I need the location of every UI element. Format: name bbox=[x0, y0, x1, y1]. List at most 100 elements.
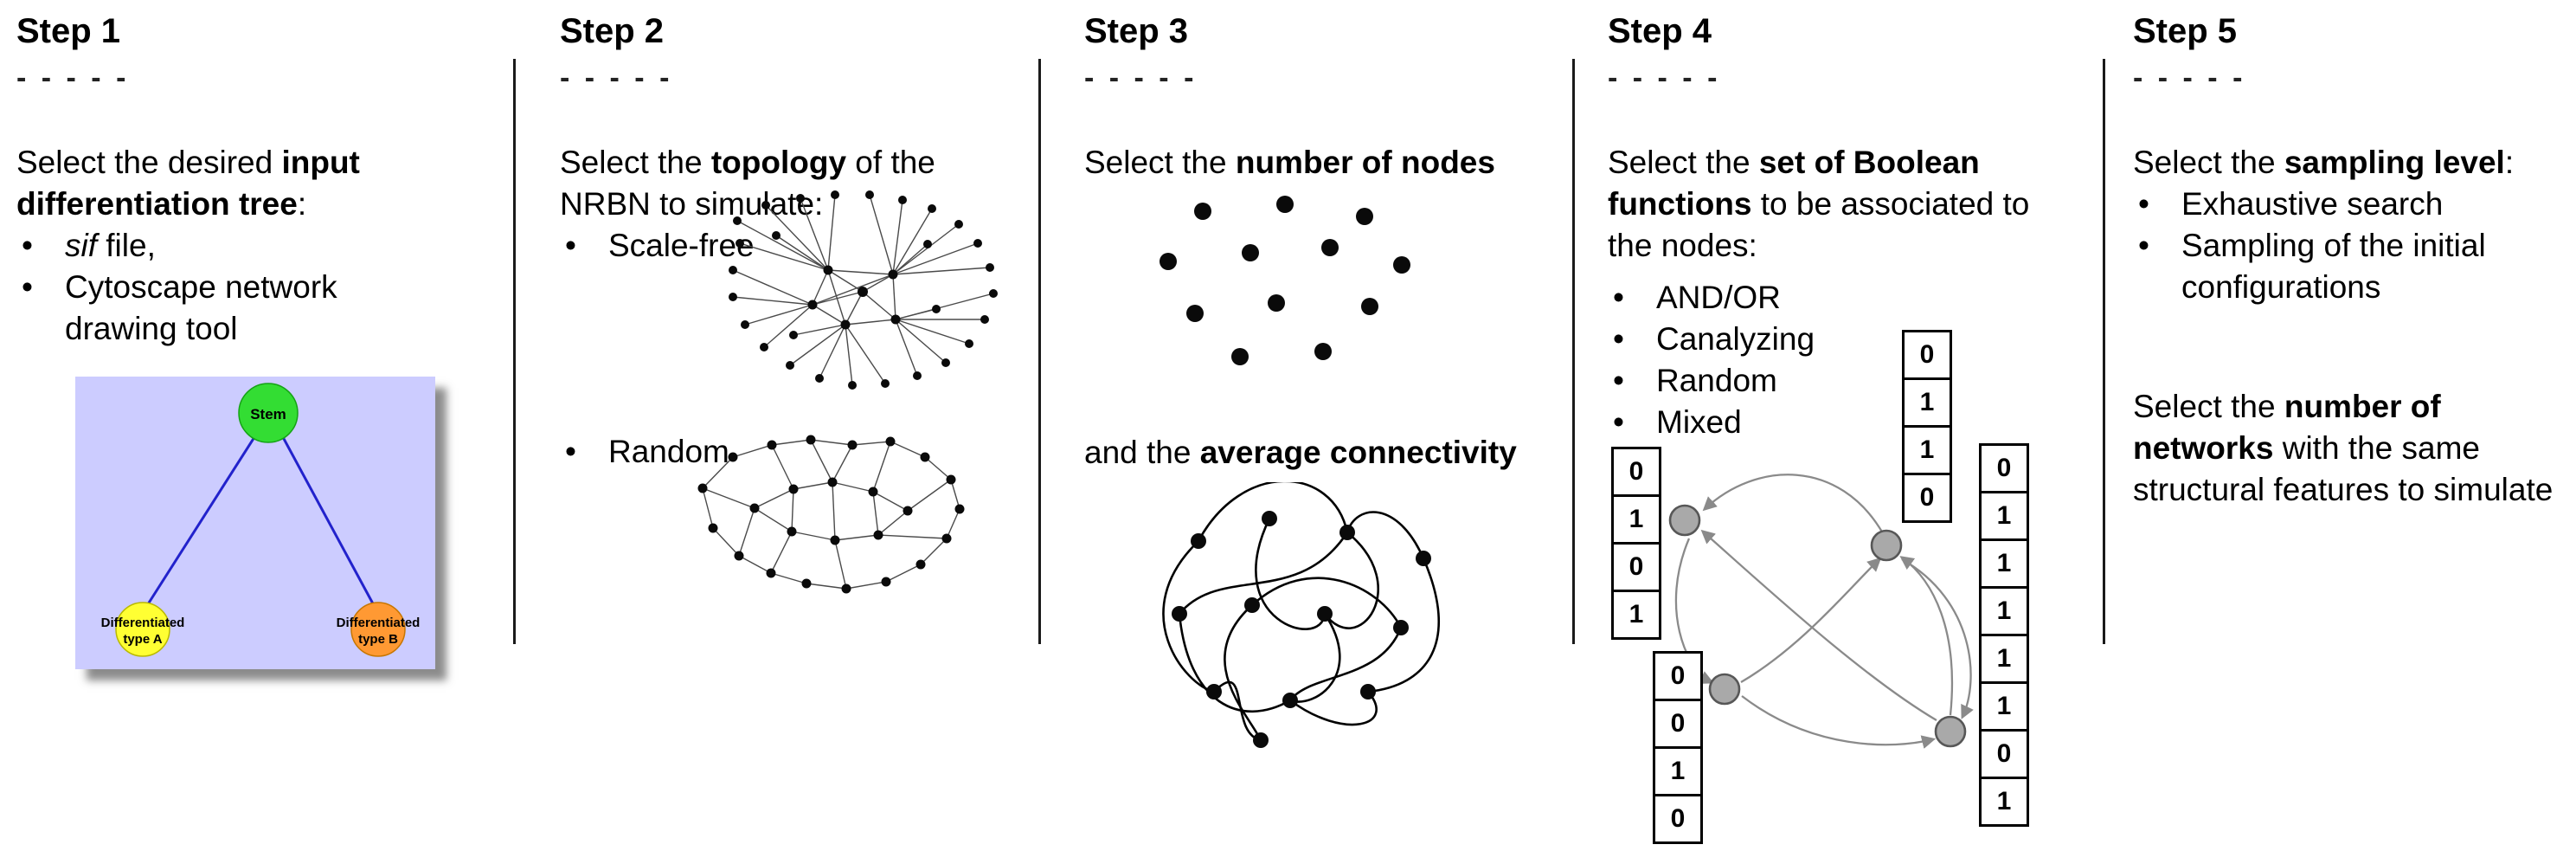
truth-table-cell: 1 bbox=[1979, 634, 2029, 684]
type-a-label-line2: type A bbox=[123, 632, 162, 647]
truth-table-right: 0 1 1 1 1 1 0 1 bbox=[1979, 443, 2029, 827]
tree-edge-left bbox=[145, 436, 256, 608]
text-segment-bold: sampling level bbox=[2284, 145, 2505, 180]
text-segment: with the same structural features to sim… bbox=[2133, 430, 2554, 507]
truth-table-cell: 0 bbox=[1653, 651, 1703, 701]
scale-free-edges bbox=[732, 194, 994, 386]
step-4-column: Step 4 - - - - - Select the set of Boole… bbox=[1608, 10, 2097, 844]
step-3-title: Step 3 bbox=[1084, 12, 1189, 50]
column-divider bbox=[513, 59, 516, 644]
text-segment: AND/OR bbox=[1656, 280, 1781, 315]
text-segment: Select the bbox=[2133, 145, 2284, 180]
text-segment-bold: number of nodes bbox=[1235, 145, 1495, 180]
truth-table-cell: 0 bbox=[1653, 794, 1703, 844]
differentiation-tree-svg: Stem Differentiated type A Differentiate… bbox=[75, 377, 435, 669]
truth-table-cell: 1 bbox=[1979, 777, 2029, 827]
option-sampling-initial-configurations: Sampling of the initial configurations bbox=[2133, 225, 2557, 308]
column-divider bbox=[2103, 59, 2105, 644]
text-segment-bold: average connectivity bbox=[1199, 435, 1517, 470]
step-5-dashes: - - - - - bbox=[2133, 61, 2246, 94]
step-4-options-list: AND/OR Canalyzing Random Mixed bbox=[1608, 277, 2097, 443]
type-a-label-line1: Differentiated bbox=[101, 616, 185, 630]
text-segment: and the bbox=[1084, 435, 1200, 470]
truth-table-bottom: 0 0 1 0 bbox=[1653, 651, 1703, 844]
step-2-title: Step 2 bbox=[560, 12, 665, 50]
text-segment: Exhaustive search bbox=[2181, 186, 2444, 222]
option-canalyzing: Canalyzing bbox=[1608, 319, 2097, 360]
text-segment: Select the bbox=[1084, 145, 1236, 180]
random-edges bbox=[702, 439, 960, 590]
truth-table-cell: 0 bbox=[1653, 699, 1703, 749]
text-segment-bold: set of Boolean functions bbox=[1608, 145, 1980, 222]
text-segment: Select the bbox=[2133, 389, 2284, 424]
stem-label: Stem bbox=[250, 406, 286, 422]
step-5-networks-instruction: Select the number of networks with the s… bbox=[2133, 386, 2557, 511]
truth-table-cell: 0 bbox=[1611, 542, 1661, 592]
text-segment: : bbox=[297, 186, 307, 222]
step-1-dashes: - - - - - bbox=[16, 61, 130, 94]
option-cytoscape-tool: Cytoscape network drawing tool bbox=[16, 267, 368, 350]
text-segment: Sampling of the initial configurations bbox=[2181, 228, 2486, 305]
step-4-instruction: Select the set of Boolean functions to b… bbox=[1608, 142, 2036, 267]
text-segment: Mixed bbox=[1656, 404, 1742, 440]
gene-node bbox=[1708, 673, 1741, 706]
option-and-or: AND/OR bbox=[1608, 277, 2097, 319]
average-connectivity-image bbox=[1162, 482, 1440, 748]
step-1-title: Step 1 bbox=[16, 12, 121, 50]
truth-table-cell: 0 bbox=[1611, 447, 1661, 497]
option-random: Random bbox=[560, 431, 1031, 473]
step-3-column: Step 3 - - - - - Select the number of no… bbox=[1084, 10, 1564, 748]
scale-free-nodes bbox=[729, 190, 998, 390]
differentiation-tree-image: Stem Differentiated type A Differentiate… bbox=[75, 377, 435, 669]
option-random-functions: Random bbox=[1608, 360, 2097, 402]
text-segment: Cytoscape network drawing tool bbox=[65, 269, 337, 346]
type-b-label-line1: Differentiated bbox=[337, 616, 421, 630]
step-4-dashes: - - - - - bbox=[1608, 61, 1721, 94]
tangle-nodes bbox=[1172, 511, 1431, 748]
step-3-dashes: - - - - - bbox=[1084, 61, 1198, 94]
text-segment-italic: sif bbox=[65, 228, 97, 263]
text-segment-bold: topology bbox=[710, 145, 847, 180]
step-4-title: Step 4 bbox=[1608, 12, 1712, 50]
truth-table-top: 0 1 1 0 bbox=[1902, 330, 1952, 523]
tree-edge-right bbox=[281, 436, 376, 608]
truth-table-cell: 1 bbox=[1653, 746, 1703, 796]
tangle-edges bbox=[1162, 482, 1440, 742]
step-2-column: Step 2 - - - - - Select the topology of … bbox=[560, 10, 1031, 594]
text-segment: Random bbox=[1656, 363, 1777, 398]
scattered-dots bbox=[1160, 196, 1410, 365]
column-divider bbox=[1038, 59, 1041, 644]
scattered-nodes-image bbox=[1160, 196, 1410, 365]
truth-table-left: 0 1 0 1 bbox=[1611, 447, 1661, 640]
option-sif-file: sif file, bbox=[16, 225, 449, 267]
type-b-label-line2: type B bbox=[358, 632, 398, 647]
step-5-options-list: Exhaustive search Sampling of the initia… bbox=[2133, 184, 2557, 308]
step-2-instruction: Select the topology of the NRBN to simul… bbox=[560, 142, 967, 225]
text-segment: of the NRBN to simulate: bbox=[560, 145, 935, 222]
gene-node bbox=[1870, 529, 1903, 562]
random-nodes bbox=[697, 435, 965, 594]
truth-table-cell: 0 bbox=[1979, 443, 2029, 493]
differentiated-type-a-node bbox=[115, 602, 170, 657]
text-segment: Select the bbox=[560, 145, 711, 180]
step-1-options-list: sif file, Cytoscape network drawing tool bbox=[16, 225, 449, 350]
truth-table-cell: 1 bbox=[1979, 538, 2029, 589]
text-segment: Random bbox=[608, 434, 729, 469]
truth-table-cell: 1 bbox=[1979, 491, 2029, 541]
scale-free-network-image bbox=[729, 190, 998, 390]
truth-table-cell: 1 bbox=[1902, 425, 1952, 475]
column-divider bbox=[1572, 59, 1575, 644]
option-scale-free: Scale-free bbox=[560, 225, 1031, 267]
random-network-image bbox=[697, 435, 965, 594]
stem-node bbox=[238, 383, 299, 443]
step-2-dashes: - - - - - bbox=[560, 61, 673, 94]
text-segment-bold: number of networks bbox=[2133, 389, 2441, 466]
text-segment: file, bbox=[97, 228, 156, 263]
truth-table-cell: 0 bbox=[1979, 729, 2029, 779]
text-segment: to be associated to the nodes: bbox=[1608, 186, 2030, 263]
option-mixed: Mixed bbox=[1608, 402, 2097, 443]
step-5-title: Step 5 bbox=[2133, 12, 2238, 50]
truth-table-cell: 0 bbox=[1902, 473, 1952, 523]
boolean-network-image bbox=[1668, 474, 1974, 749]
truth-table-cell: 1 bbox=[1979, 681, 2029, 732]
